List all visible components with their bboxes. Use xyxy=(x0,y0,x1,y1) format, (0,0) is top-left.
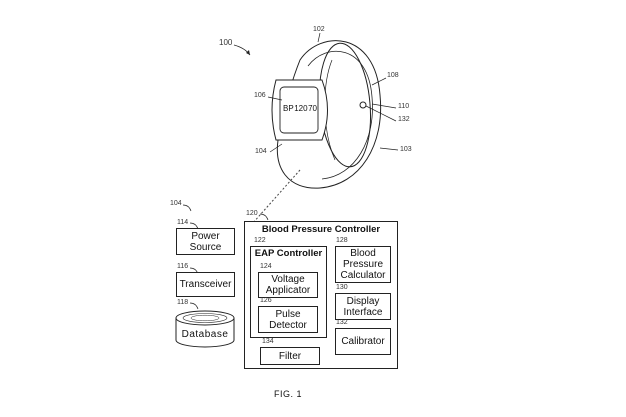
hook-104 xyxy=(182,204,192,212)
leader-103 xyxy=(379,147,399,151)
leader-102 xyxy=(317,32,321,43)
ref-102: 102 xyxy=(313,26,325,33)
figure-caption: FIG. 1 xyxy=(273,389,302,399)
device-connector xyxy=(251,169,301,225)
display-systolic: 120 xyxy=(294,104,308,113)
display-readout: BP 120 70 xyxy=(283,104,317,113)
power-source-label-1: Power xyxy=(191,230,220,242)
voltage-applicator-label-1: Voltage xyxy=(271,274,305,285)
voltage-applicator-box: Voltage Applicator xyxy=(258,272,318,298)
bp-calculator-label-1: Blood xyxy=(350,248,376,259)
blood-pressure-controller-title: Blood Pressure Controller xyxy=(261,224,381,235)
filter-label: Filter xyxy=(278,350,302,362)
leader-108 xyxy=(371,77,387,86)
calibrator-label: Calibrator xyxy=(341,336,385,347)
ref-128: 128 xyxy=(336,237,348,244)
power-source-box: Power Source xyxy=(176,228,235,255)
filter-box: Filter xyxy=(260,347,320,365)
display-diastolic: 70 xyxy=(308,104,317,113)
display-bp-label: BP xyxy=(283,104,294,113)
power-source-label-2: Source xyxy=(189,241,222,253)
transceiver-box: Transceiver xyxy=(176,272,235,297)
display-interface-label-1: Display xyxy=(346,295,380,307)
leader-132-device xyxy=(365,105,397,122)
ref-134: 134 xyxy=(262,338,274,345)
ref-110: 110 xyxy=(398,103,410,110)
ref-126: 126 xyxy=(260,297,272,304)
pulse-detector-label-2: Detector xyxy=(269,319,307,331)
ref-104: 104 xyxy=(170,200,182,207)
display-screen xyxy=(279,86,319,134)
ref-120: 120 xyxy=(246,210,258,217)
bp-calculator-label-2: Pressure xyxy=(342,259,383,270)
ref-122: 122 xyxy=(254,237,266,244)
eap-controller-title: EAP Controller xyxy=(254,248,323,259)
leader-104-device xyxy=(269,143,283,153)
pulse-detector-box: Pulse Detector xyxy=(258,306,318,333)
display-interface-label-2: Interface xyxy=(343,306,383,318)
ref-130: 130 xyxy=(336,284,348,291)
sensor-dot xyxy=(359,101,367,109)
bp-calculator-box: Blood Pressure Calculator xyxy=(335,246,391,283)
display-interface-box: Display Interface xyxy=(335,293,391,320)
calibrator-box: Calibrator xyxy=(335,328,391,355)
database-label: Database xyxy=(181,329,229,340)
database-cylinder xyxy=(175,310,235,348)
ref-106: 106 xyxy=(254,92,266,99)
hook-118 xyxy=(189,302,199,310)
bp-calculator-label-3: Calculator xyxy=(340,270,386,281)
ref-132-device: 132 xyxy=(398,116,410,123)
transceiver-label: Transceiver xyxy=(179,279,232,290)
ref-104-device: 104 xyxy=(255,148,267,155)
ref-100-arrowhead xyxy=(246,50,250,55)
ref-124: 124 xyxy=(260,263,272,270)
ref-116: 116 xyxy=(177,263,189,270)
leader-106 xyxy=(267,96,283,101)
ref-132: 132 xyxy=(336,319,348,326)
hook-120 xyxy=(259,213,269,221)
ref-100: 100 xyxy=(219,38,233,47)
leader-110 xyxy=(371,103,397,109)
ref-118: 118 xyxy=(177,299,189,306)
voltage-applicator-label-2: Applicator xyxy=(265,285,311,296)
ref-114: 114 xyxy=(177,219,189,226)
ref-108: 108 xyxy=(387,72,399,79)
pulse-detector-label-1: Pulse xyxy=(275,308,301,320)
ref-103: 103 xyxy=(400,146,412,153)
